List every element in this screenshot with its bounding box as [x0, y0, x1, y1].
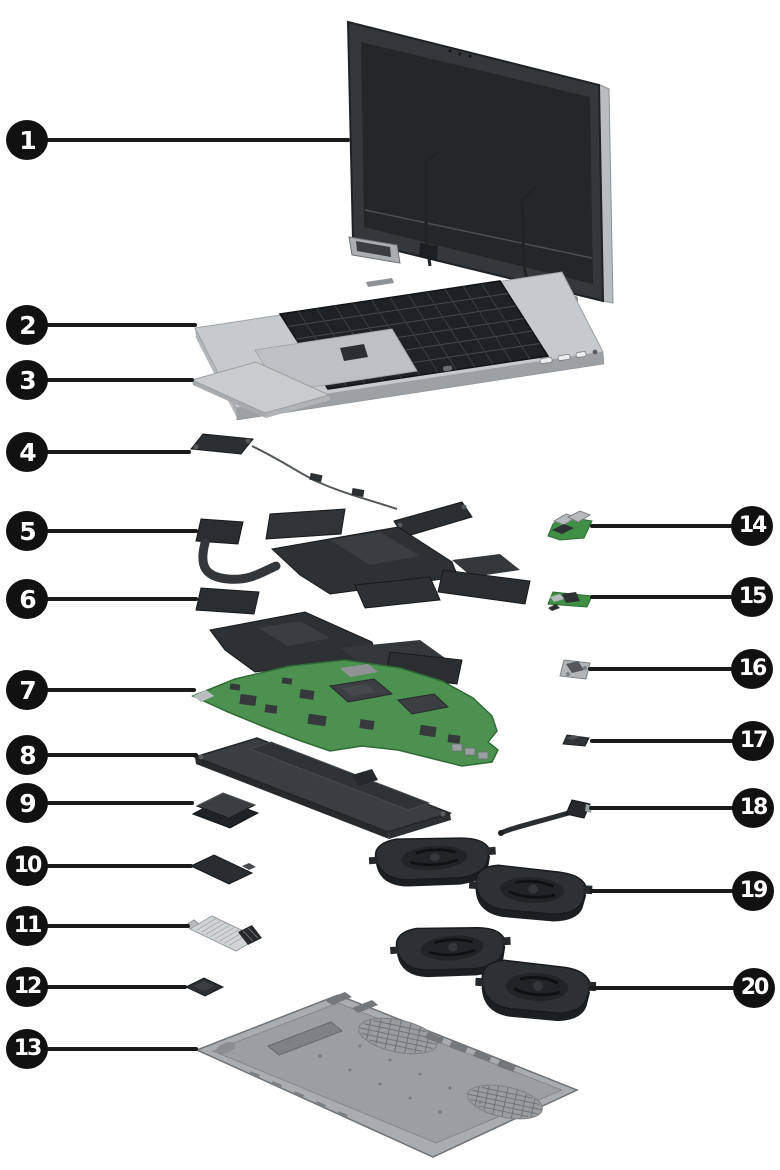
solid-state-drive-illustration	[189, 854, 256, 885]
io-board-usb-illustration	[547, 510, 593, 541]
callout-badge-2-top-cover-with-keyboard: 2	[6, 305, 48, 345]
system-board-illustration	[191, 659, 499, 767]
callout-badge-6-heat-sink-lower: 6	[6, 579, 48, 619]
callout-badge-12-small-module: 12	[6, 967, 48, 1007]
callout-badge-3-touchpad: 3	[6, 360, 48, 400]
callout-badge-5-heat-sink-upper: 5	[6, 511, 48, 551]
speakers-illustration	[190, 433, 473, 538]
callout-badge-15-io-board-small: 15	[731, 577, 773, 617]
callout-badge-16-metal-bracket: 16	[731, 649, 773, 689]
callout-line-10-solid-state-drive	[27, 864, 193, 868]
power-connector-cable-illustration	[498, 799, 592, 836]
callout-line-1-display-assembly	[27, 138, 350, 142]
callout-badge-18-power-connector-cable: 18	[732, 788, 774, 828]
callout-line-19-fans-upper-pair	[590, 889, 753, 893]
callout-badge-1-display-assembly: 1	[6, 120, 48, 160]
callout-line-15-io-board-small	[590, 595, 752, 599]
callout-line-17-sensor-board	[590, 739, 753, 743]
callout-line-16-metal-bracket	[588, 667, 752, 671]
callout-badge-7-system-board: 7	[6, 670, 48, 710]
callout-line-7-system-board	[27, 688, 196, 692]
io-board-small-illustration	[547, 591, 593, 611]
callout-line-8-battery	[27, 753, 198, 757]
callout-badge-19-fans-upper-pair: 19	[732, 871, 774, 911]
callout-line-6-heat-sink-lower	[27, 597, 198, 601]
touchpad-illustration	[190, 361, 331, 418]
bottom-cover-illustration	[195, 992, 579, 1158]
callout-badge-14-io-board-usb: 14	[731, 506, 773, 546]
heat-sink-lower-illustration	[195, 587, 463, 685]
callout-line-18-power-connector-cable	[589, 806, 753, 810]
callout-line-9-shield-plates	[27, 801, 194, 805]
callout-badge-17-sensor-board: 17	[732, 721, 774, 761]
callout-line-20-fans-lower-pair	[589, 986, 754, 990]
callout-badge-8-battery: 8	[6, 735, 48, 775]
callout-badge-4-speakers: 4	[6, 432, 48, 472]
callout-badge-20-fans-lower-pair: 20	[733, 968, 775, 1008]
callout-line-14-io-board-usb	[590, 524, 752, 528]
battery-illustration	[192, 737, 453, 839]
callout-badge-10-solid-state-drive: 10	[6, 846, 48, 886]
callout-line-5-heat-sink-upper	[27, 529, 198, 533]
callout-badge-11-drive-bracket: 11	[6, 906, 48, 946]
callout-line-2-top-cover-with-keyboard	[27, 323, 197, 327]
callout-line-12-small-module	[27, 985, 187, 989]
callout-badge-13-bottom-cover: 13	[6, 1029, 48, 1069]
callout-line-11-drive-bracket	[27, 924, 190, 928]
drive-bracket-illustration	[185, 915, 262, 952]
metal-bracket-illustration	[559, 659, 591, 680]
callout-line-4-speakers	[27, 450, 191, 454]
callout-badge-9-shield-plates: 9	[6, 783, 48, 823]
callout-line-13-bottom-cover	[27, 1047, 198, 1051]
small-module-illustration	[184, 977, 225, 997]
heat-sink-upper-illustration	[195, 508, 531, 609]
shield-plates-illustration	[191, 792, 260, 829]
sensor-board-illustration	[562, 734, 590, 747]
callout-line-3-touchpad	[27, 378, 194, 382]
top-cover-keyboard-illustration	[194, 271, 605, 421]
